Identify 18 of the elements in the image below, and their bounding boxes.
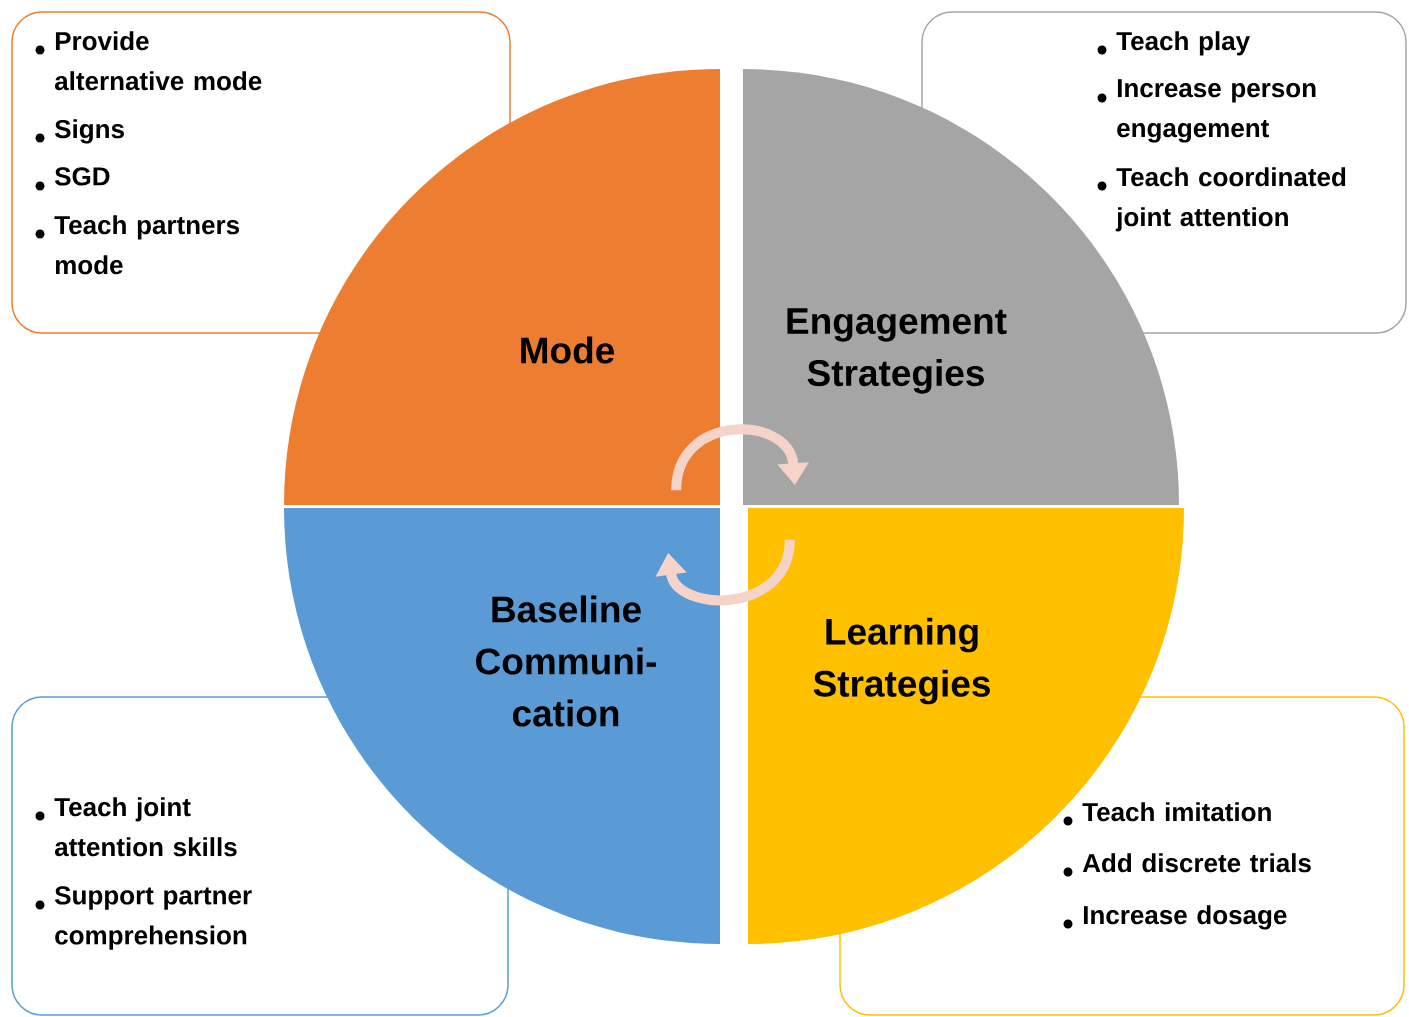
cycle-arrow [655, 539, 795, 606]
cycle-arrow [671, 424, 809, 491]
bullet-item: SGD [35, 167, 110, 191]
bullet-item: Provide alternative mode [35, 31, 262, 91]
bullet-item: Increase dosage [1063, 905, 1287, 930]
bullet-item: Teach play [1097, 31, 1250, 56]
bullet-item: Increase person engagement [1097, 79, 1316, 143]
bullet-item: Teach partners mode [35, 215, 240, 275]
quadrant-label: Learning Strategies [813, 617, 990, 705]
bullet-item: Add discrete trials [1063, 853, 1311, 877]
quadrant-label: Engagement Strategies [787, 308, 1007, 394]
bullet-item: Support partner comprehension [35, 886, 252, 950]
bullet-item: Teach imitation [1063, 802, 1271, 826]
quadrant-label: Baseline Communi-cation [476, 595, 656, 727]
bullet-item: Signs [35, 119, 124, 144]
bullet-item: Teach joint attention skills [35, 797, 237, 857]
bullet-item: Teach coordinated joint attention [1097, 167, 1346, 232]
quadrant-label: Mode [521, 336, 615, 364]
